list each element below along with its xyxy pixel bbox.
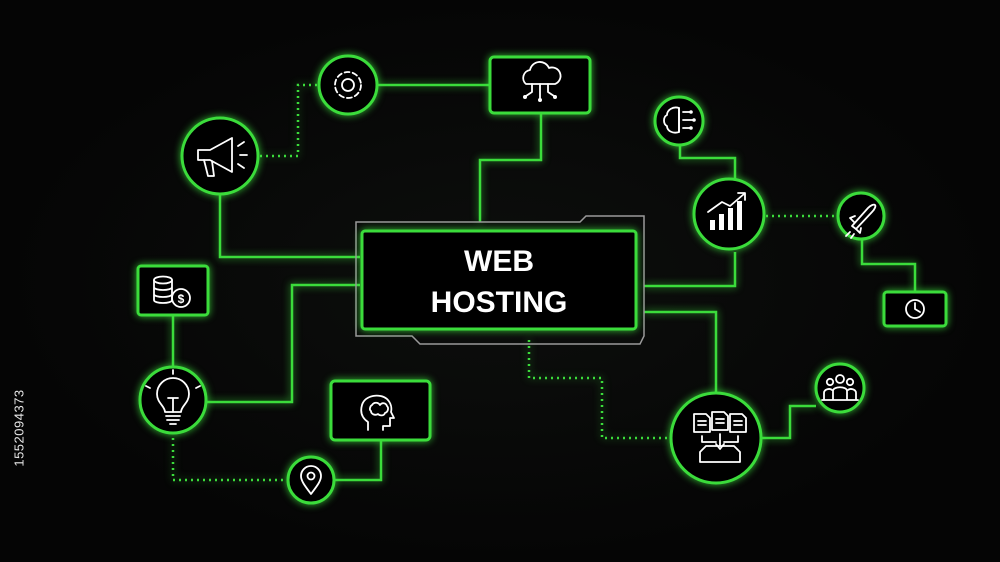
stock-id-label: 1552094373 xyxy=(4,318,34,538)
server-files-icon xyxy=(669,391,763,485)
mind-icon xyxy=(329,379,432,442)
clock-icon xyxy=(882,290,948,328)
stock-id-text: 1552094373 xyxy=(11,389,27,467)
location-pin-icon xyxy=(286,455,336,505)
growth-chart-icon xyxy=(692,177,766,251)
central-panel: WEB HOSTING xyxy=(355,215,645,345)
title-line-2: HOSTING xyxy=(431,286,568,319)
gear-icon xyxy=(317,54,379,116)
team-icon xyxy=(814,362,866,414)
megaphone-icon xyxy=(180,116,260,196)
cloud-network-icon xyxy=(488,55,592,115)
coins-dollar-icon: $ xyxy=(136,264,210,317)
svg-text:$: $ xyxy=(178,292,185,306)
lightbulb-icon xyxy=(138,365,208,435)
ai-brain-icon xyxy=(653,95,705,147)
connectors xyxy=(171,83,917,482)
title-line-1: WEB xyxy=(464,245,534,278)
rocket-icon xyxy=(836,191,886,241)
